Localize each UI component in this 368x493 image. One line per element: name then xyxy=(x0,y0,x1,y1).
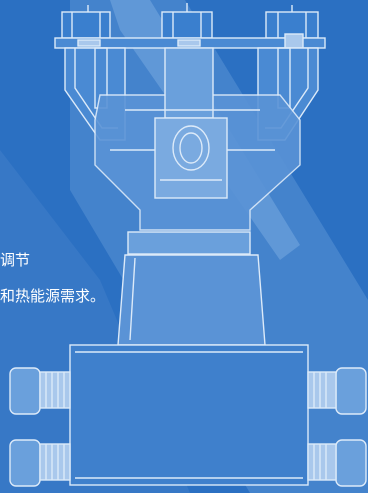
lower-housing xyxy=(69,344,309,486)
center-column xyxy=(164,47,214,119)
top-nut-left xyxy=(61,11,111,39)
turnbuckle-assembly xyxy=(9,3,367,487)
overlay-text-line-2: 和热能源需求。 xyxy=(0,287,106,305)
bolt-left-upper xyxy=(9,367,71,415)
overlay-text-line-1: 调节 xyxy=(0,251,31,269)
neck xyxy=(127,231,251,255)
bolt-left-lower xyxy=(9,439,71,487)
eyelet-hole xyxy=(172,125,210,171)
bolt-right-upper xyxy=(307,367,367,415)
top-nut-center xyxy=(161,11,213,39)
collar xyxy=(117,254,266,346)
eyelet-block xyxy=(154,117,228,199)
bolt-right-lower xyxy=(307,439,367,487)
